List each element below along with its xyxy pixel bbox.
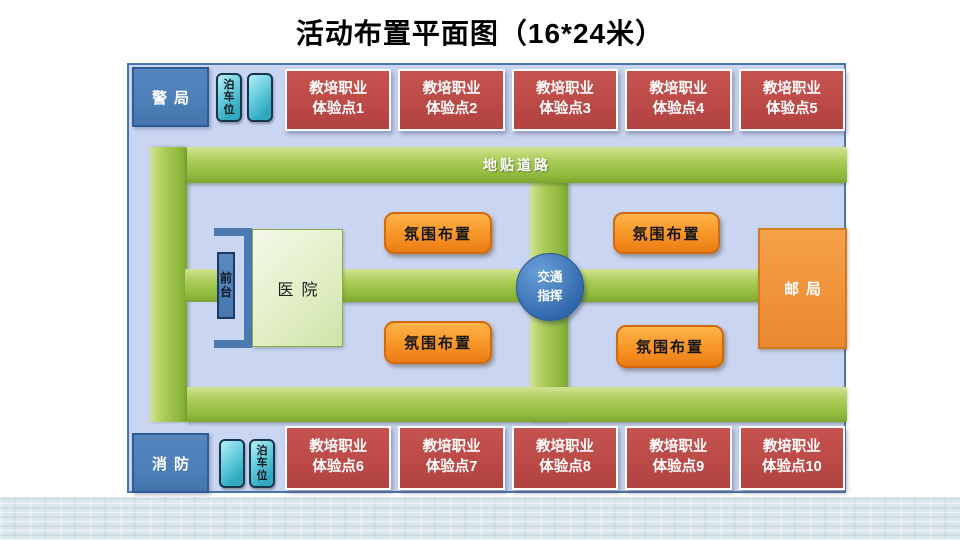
ambience-box-bottom-right: 氛围布置: [616, 325, 724, 368]
road-connector-left: [185, 269, 218, 302]
experience-point-2: 教培职业 体验点2: [398, 69, 505, 131]
floorplan-panel: 地贴道路 警局 泊车位 教培职业 体验点1 教培职业 体验点2 教培职业 体验点…: [127, 63, 847, 493]
fire-station-label: 消防: [151, 455, 196, 473]
police-station-label: 警局: [151, 89, 196, 107]
experience-point-8: 教培职业 体验点8: [511, 426, 619, 490]
post-office-box: 邮局: [758, 228, 847, 349]
road-bottom: [187, 387, 847, 422]
road-top: 地贴道路: [187, 147, 847, 183]
police-station-box: 警局: [132, 67, 209, 127]
ambience-box-top-left: 氛围布置: [384, 212, 492, 254]
experience-point-4: 教培职业 体验点4: [625, 69, 732, 131]
experience-points-bottom-row: 教培职业 体验点6 教培职业 体验点7 教培职业 体验点8 教培职业 体验点9 …: [285, 426, 846, 490]
parking-spot-label-bottom: 泊车位: [256, 445, 268, 482]
experience-point-10: 教培职业 体验点10: [738, 426, 846, 490]
front-desk-box: 前台: [217, 252, 235, 319]
experience-point-3: 教培职业 体验点3: [511, 69, 619, 131]
ambience-box-bottom-left: 氛围布置: [384, 321, 492, 364]
post-office-label: 邮局: [783, 281, 828, 298]
parking-spot-bottom-empty: [219, 439, 245, 488]
page-title: 活动布置平面图（16*24米）: [295, 18, 665, 49]
parking-spot-bottom-labeled: 泊车位: [249, 439, 275, 488]
experience-point-5: 教培职业 体验点5: [738, 69, 846, 131]
traffic-command-circle: 交通 指挥: [516, 253, 584, 321]
ambience-box-top-right: 氛围布置: [613, 212, 720, 254]
front-desk-bracket: [214, 228, 252, 348]
parking-spot-label: 泊车位: [223, 79, 235, 116]
hospital-label: 医院: [277, 282, 326, 299]
parking-spot-top-labeled: 泊车位: [216, 73, 242, 122]
parking-spot-top-empty: [247, 73, 273, 122]
front-desk-label: 前台: [219, 271, 232, 299]
road-top-label: 地贴道路: [483, 157, 551, 173]
experience-point-9: 教培职业 体验点9: [625, 426, 732, 490]
slide-footer-strip: [0, 497, 960, 540]
hospital-box: 医院: [252, 229, 343, 347]
experience-point-1: 教培职业 体验点1: [285, 69, 392, 131]
road-left-vertical: [150, 147, 187, 422]
experience-point-6: 教培职业 体验点6: [285, 426, 392, 490]
experience-points-top-row: 教培职业 体验点1 教培职业 体验点2 教培职业 体验点3 教培职业 体验点4 …: [285, 69, 846, 131]
experience-point-7: 教培职业 体验点7: [398, 426, 505, 490]
fire-station-box: 消防: [132, 433, 209, 493]
